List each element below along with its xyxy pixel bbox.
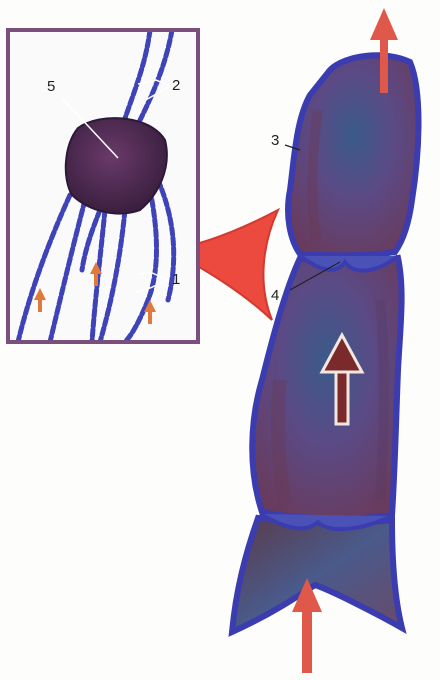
vessel-lower-chamber [232, 518, 402, 632]
label-1: 1 [172, 272, 180, 287]
inset-magnified-view [8, 30, 198, 342]
vessel-upper-chamber [288, 55, 418, 255]
label-5: 5 [47, 79, 55, 94]
cell-nucleus [66, 118, 167, 213]
label-3: 3 [271, 133, 279, 148]
label-2: 2 [172, 78, 180, 93]
lymph-vessel [232, 55, 419, 632]
label-4: 4 [271, 288, 279, 303]
